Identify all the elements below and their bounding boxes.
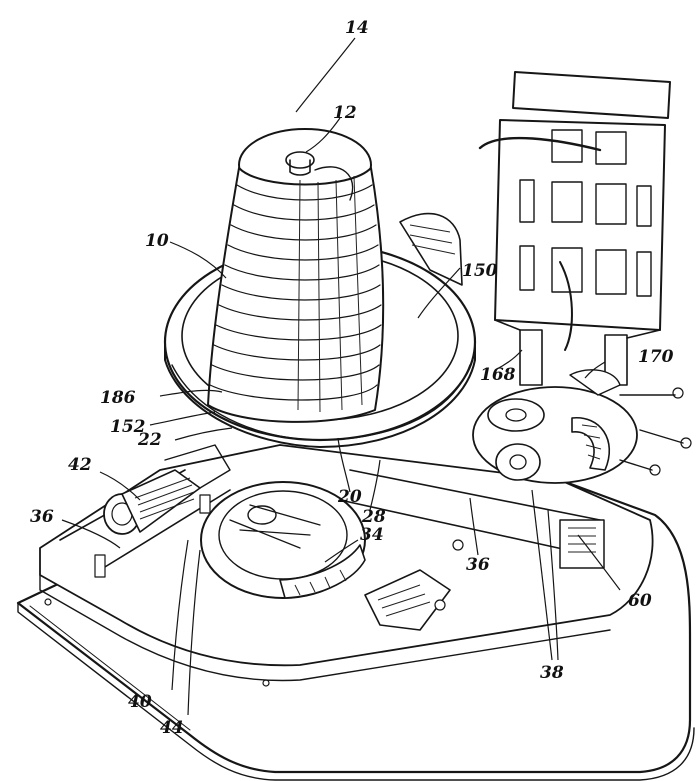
upright-panel	[478, 71, 671, 396]
label-36-left: 36	[30, 507, 54, 527]
front-clamp	[364, 539, 464, 631]
label-20: 20	[337, 487, 362, 507]
label-42: 42	[68, 455, 92, 475]
right-mechanism	[472, 386, 692, 569]
label-150: 150	[462, 261, 498, 281]
stacked-cone	[207, 128, 385, 423]
label-186: 186	[100, 388, 136, 408]
label-44: 44	[160, 718, 184, 738]
label-38: 38	[540, 663, 564, 683]
label-170: 170	[638, 347, 674, 367]
motor-assembly	[103, 444, 231, 535]
label-152: 152	[110, 417, 146, 437]
label-10: 10	[145, 231, 169, 251]
label-12: 12	[333, 103, 357, 123]
label-40: 40	[128, 692, 152, 712]
label-28: 28	[361, 507, 386, 527]
label-34: 34	[360, 525, 384, 545]
label-60: 60	[628, 591, 652, 611]
leader-lines	[61, 37, 621, 716]
label-168: 168	[480, 365, 516, 385]
reference-numerals: 14 12 10 150 186 152 22 168 170 42 20 28…	[30, 18, 674, 738]
label-14: 14	[345, 18, 369, 38]
label-22: 22	[137, 430, 162, 450]
label-36-right: 36	[466, 555, 490, 575]
lower-turntable	[200, 481, 366, 599]
